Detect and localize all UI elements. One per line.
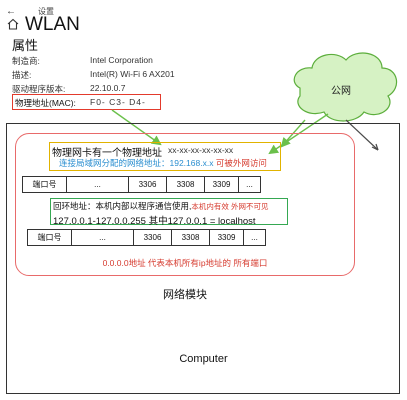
home-icon[interactable] [6,17,20,31]
computer-label: Computer [179,353,228,365]
port-cell: ... [71,229,134,246]
port-cell: ... [243,229,266,246]
page-title: WLAN [25,14,80,35]
driver-version-value: 22.10.0.7 [90,83,126,93]
driver-version-label: 驱动程序版本: [12,84,66,94]
physical-address-box [49,142,281,171]
manufacturer-label: 制造商: [12,56,40,66]
loopback-box [50,198,288,225]
section-title: 属性 [12,38,39,53]
description-label: 描述: [12,70,32,80]
lan-address-text: 连接局域网分配的网络地址：192.168.x.x [59,158,214,168]
breadcrumb[interactable]: 设置 [38,7,54,16]
port-cell: 3308 [171,229,210,246]
network-module-box [15,133,355,276]
mac-label: 物理地址(MAC): [15,98,76,108]
loopback-note: 本机内有效 外网不可见 [191,202,269,211]
port-cell: ... [66,176,129,193]
network-module-label: 网络模块 [163,289,207,301]
port-cell: 3309 [209,229,244,246]
loopback-range: 127.0.0.1-127.0.0.255 其中127.0.0.1 = loca… [53,216,256,227]
public-network-label: 公网 [331,86,351,97]
mac-value: F0- C3- D4- [90,97,146,107]
port-cell: 3306 [128,176,167,193]
lan-address-line: 连接局域网分配的网络地址：192.168.x.x 可被外网访问 [59,157,267,169]
description-value: Intel(R) Wi-Fi 6 AX201 [90,69,175,79]
port-cell: 3306 [133,229,172,246]
mac-highlight-box [12,94,161,110]
port-table-lan: 端口号 ... 3306 3308 3309 ... [22,176,261,193]
manufacturer-value: Intel Corporation [90,55,153,65]
port-cell: ... [238,176,261,193]
port-table-loopback: 端口号 ... 3306 3308 3309 ... [27,229,266,246]
port-cell: 3308 [166,176,205,193]
computer-box [6,123,400,394]
zero-address-note: 0.0.0.0地址 代表本机所有ip地址的 所有端口 [102,258,268,268]
loopback-line: 回环地址：本机内部以程序通信使用,本机内有效 外网不可见 [53,200,268,212]
back-arrow-icon[interactable]: ← [6,6,16,17]
port-header-cell: 端口号 [22,176,67,193]
port-header-cell: 端口号 [27,229,72,246]
lan-address-note: 可被外网访问 [215,158,267,168]
port-cell: 3309 [204,176,239,193]
physical-mac: xx-xx-xx-xx-xx-xx [168,145,234,155]
loopback-text: 回环地址：本机内部以程序通信使用, [53,201,192,211]
physical-title: 物理网卡有一个物理地址 [52,148,162,159]
